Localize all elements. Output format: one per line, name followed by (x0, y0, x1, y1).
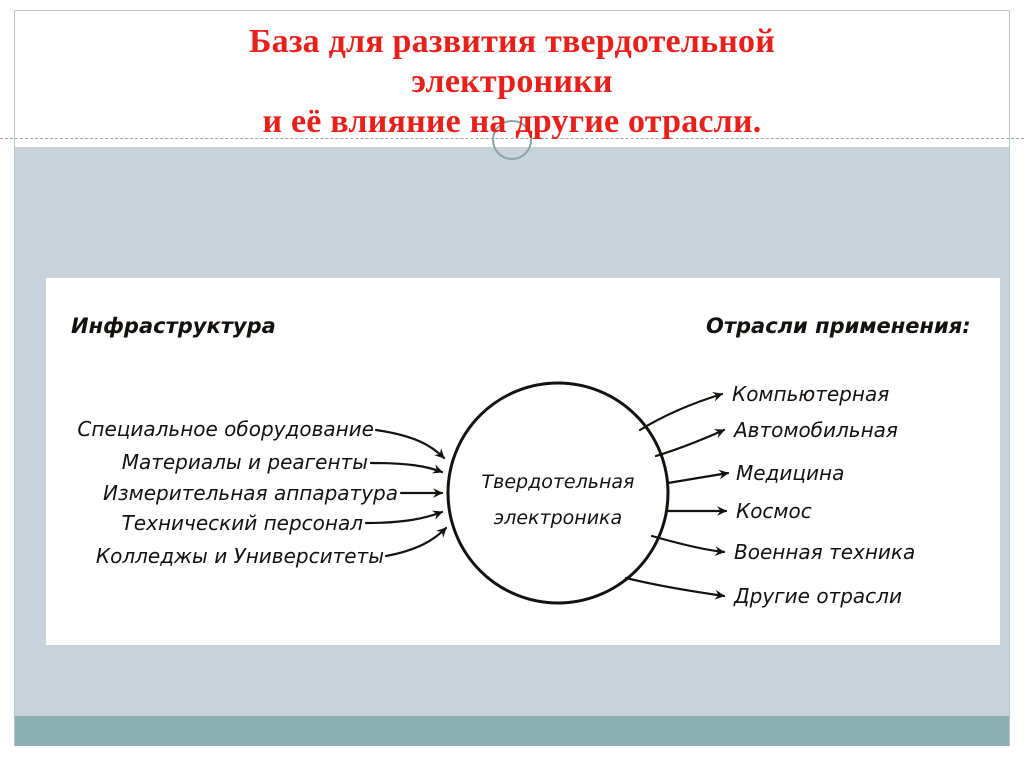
core-node: Твердотельная электроника (446, 381, 670, 605)
core-label-line1: Твердотельная (482, 471, 635, 493)
left-leaf-label-3: Измерительная аппаратура (103, 481, 398, 505)
connector-right-1 (638, 391, 724, 432)
connector-right-5 (650, 534, 726, 556)
right-leaf-labels: Компьютерная Автомобильная Медицина Косм… (732, 382, 915, 608)
connector-right-6 (624, 576, 726, 600)
connector-left-2 (369, 461, 444, 474)
right-leaf-label-2: Автомобильная (732, 418, 898, 442)
left-connectors (364, 428, 448, 558)
footer-accent-band (15, 716, 1009, 746)
left-leaf-label-1: Специальное оборудование (77, 417, 374, 441)
left-column-heading: Инфраструктура (71, 314, 276, 338)
connector-left-5 (384, 526, 448, 558)
left-leaf-label-5: Колледжы и Университеты (96, 544, 384, 568)
left-leaf-label-4: Технический персонал (122, 511, 364, 535)
infrastructure-industries-diagram: Твердотельная электроника Инфраструктура… (71, 314, 971, 608)
diagram-image-box: Твердотельная электроника Инфраструктура… (46, 278, 1000, 645)
connector-left-4 (364, 510, 444, 525)
right-leaf-label-1: Компьютерная (732, 382, 889, 406)
left-leaf-label-2: Материалы и реагенты (122, 450, 368, 474)
page-title: База для развития твердотельной электрон… (248, 23, 776, 141)
connector-right-2 (654, 428, 726, 458)
right-leaf-label-3: Медицина (736, 461, 844, 485)
right-leaf-label-5: Военная техника (734, 540, 915, 564)
right-connectors (624, 391, 730, 600)
right-leaf-label-4: Космос (736, 499, 812, 523)
circle-decoration-icon (492, 120, 532, 160)
right-leaf-label-6: Другие отрасли (733, 584, 902, 608)
core-circle-shape (446, 381, 670, 605)
right-column-heading: Отрасли применения: (706, 314, 971, 338)
core-label-line2: электроника (494, 507, 622, 529)
left-leaf-labels: Специальное оборудование Материалы и реа… (77, 417, 398, 568)
connector-right-3 (666, 469, 730, 485)
connector-left-1 (374, 428, 446, 460)
